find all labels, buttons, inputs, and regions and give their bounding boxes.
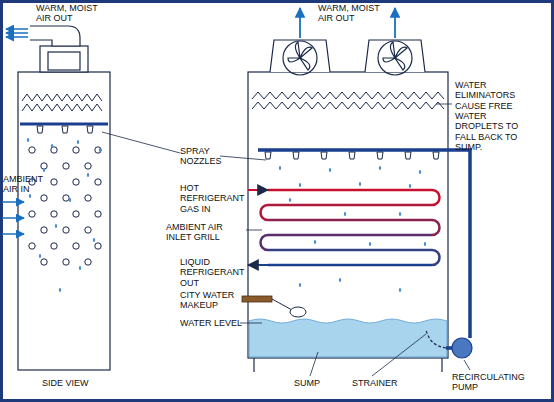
gas-in-arrow	[248, 189, 268, 191]
part-label: WARM, MOIST AIR OUT	[318, 3, 380, 24]
front-view	[248, 40, 448, 372]
part-label: WARM, MOIST AIR OUT	[36, 3, 98, 24]
spray-nozzles	[20, 124, 108, 133]
part-label: WATER ELIMINATORS CAUSE FREE WATER DROPL…	[455, 80, 535, 152]
eliminator	[252, 92, 444, 109]
tube-sections	[29, 147, 101, 265]
recirculation-pipe	[258, 150, 470, 348]
part-label: WATER LEVEL	[180, 318, 250, 328]
spray-nozzles	[265, 152, 439, 159]
part-label: LIQUID REFRIGERANT OUT	[180, 257, 246, 288]
strainer	[426, 330, 446, 348]
part-label: AMBIENT AIR IN	[3, 174, 49, 195]
part-label: SIDE VIEW	[42, 378, 112, 388]
part-label: RECIRCULATING PUMP	[452, 372, 532, 393]
air-out-arrows	[6, 29, 28, 37]
makeup-valve	[242, 296, 306, 317]
recirculating-pump	[452, 338, 472, 358]
refrigerant-coil	[261, 190, 440, 265]
part-label: CITY WATER MAKEUP	[180, 290, 238, 311]
part-label: STRAINER	[352, 378, 412, 388]
part-label: SUMP	[294, 378, 334, 388]
side-view	[18, 26, 110, 370]
sump-water	[249, 319, 447, 357]
eliminator	[22, 94, 102, 111]
water-droplets	[27, 138, 426, 292]
part-label: HOT REFRIGERANT GAS IN	[180, 183, 246, 214]
leader-line	[102, 104, 470, 376]
part-label: AMBIENT AIR INLET GRILL	[166, 222, 244, 243]
liquid-out-arrow	[248, 264, 268, 266]
part-label: SPRAY NOZZLES	[180, 146, 226, 167]
air-in-arrows	[2, 202, 24, 234]
